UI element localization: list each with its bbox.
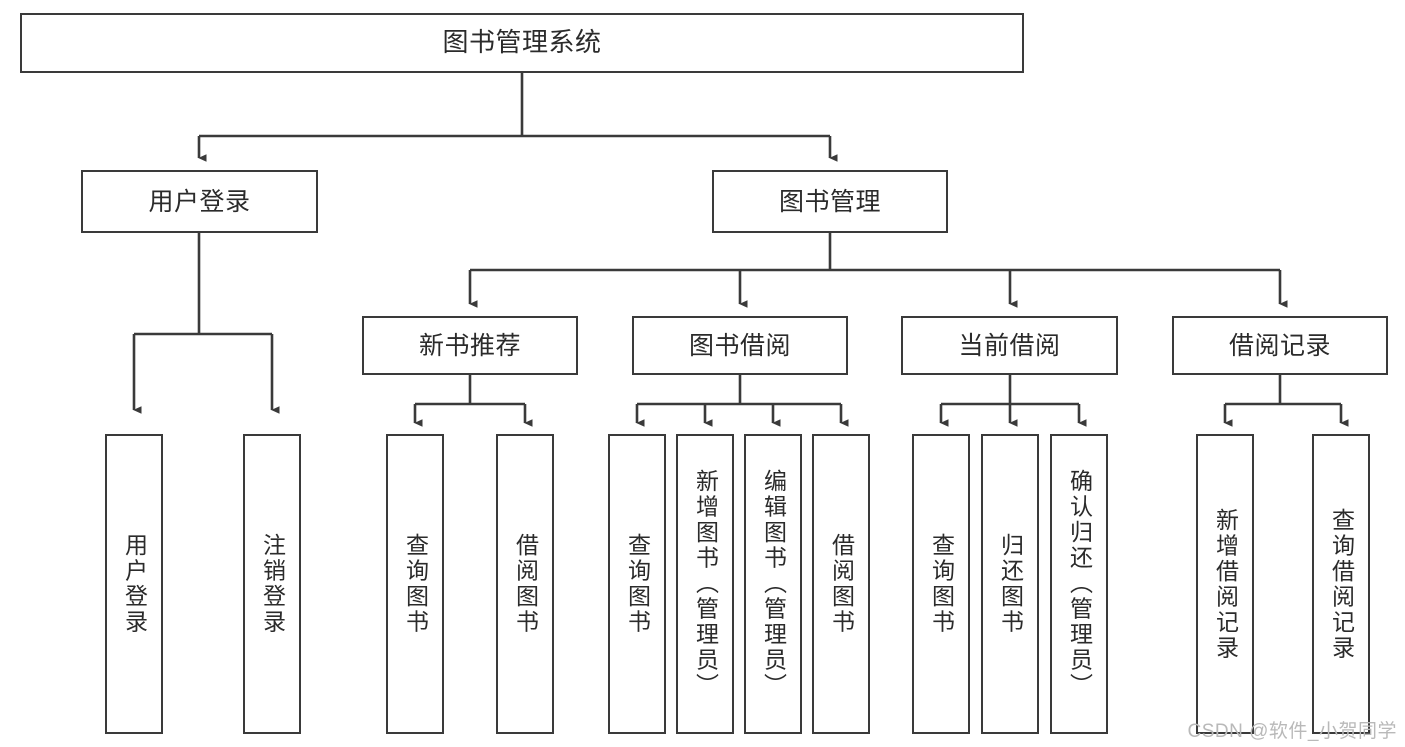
leaf-newbook-query-book-label: 查询图书: [402, 533, 429, 635]
node-new-book-recommend-label: 新书推荐: [418, 331, 521, 360]
leaf-current-return-book-label: 归还图书: [997, 533, 1024, 635]
node-borrow-record[interactable]: 借阅记录: [1172, 316, 1388, 375]
leaf-borrow-add-book[interactable]: 新增图书（管理员）: [676, 434, 734, 734]
leaf-current-return-book[interactable]: 归还图书: [981, 434, 1039, 734]
watermark: CSDN @软件_小贺同学: [1187, 721, 1397, 742]
node-new-book-recommend[interactable]: 新书推荐: [362, 316, 578, 375]
leaf-record-add-record-label: 新增借阅记录: [1212, 507, 1239, 661]
leaf-borrow-add-book-label: 新增图书（管理员）: [692, 469, 719, 699]
leaf-borrow-borrow-book[interactable]: 借阅图书: [812, 434, 870, 734]
leaf-borrow-query-book-label: 查询图书: [624, 533, 651, 635]
node-user-login[interactable]: 用户登录: [81, 170, 318, 233]
node-book-management[interactable]: 图书管理: [712, 170, 948, 233]
node-root-label: 图书管理系统: [442, 27, 602, 58]
node-user-login-label: 用户登录: [148, 187, 251, 216]
leaf-record-add-record[interactable]: 新增借阅记录: [1196, 434, 1254, 734]
leaf-borrow-edit-book[interactable]: 编辑图书（管理员）: [744, 434, 802, 734]
node-book-management-label: 图书管理: [778, 187, 881, 216]
node-root[interactable]: 图书管理系统: [20, 13, 1024, 73]
leaf-record-query-record-label: 查询借阅记录: [1328, 507, 1355, 661]
leaf-borrow-query-book[interactable]: 查询图书: [608, 434, 666, 734]
node-book-borrow-label: 图书借阅: [688, 331, 791, 360]
leaf-newbook-borrow-book[interactable]: 借阅图书: [496, 434, 554, 734]
leaf-user-login[interactable]: 用户登录: [105, 434, 163, 734]
node-current-borrow-label: 当前借阅: [958, 331, 1061, 360]
leaf-logout[interactable]: 注销登录: [243, 434, 301, 734]
leaf-user-login-label: 用户登录: [121, 533, 148, 635]
node-borrow-record-label: 借阅记录: [1228, 331, 1331, 360]
leaf-logout-label: 注销登录: [259, 533, 286, 635]
node-current-borrow[interactable]: 当前借阅: [901, 316, 1118, 375]
node-book-borrow[interactable]: 图书借阅: [632, 316, 848, 375]
leaf-borrow-edit-book-label: 编辑图书（管理员）: [760, 469, 787, 699]
leaf-newbook-query-book[interactable]: 查询图书: [386, 434, 444, 734]
leaf-borrow-borrow-book-label: 借阅图书: [828, 533, 855, 635]
leaf-current-query-book-label: 查询图书: [928, 533, 955, 635]
leaf-current-confirm-return-label: 确认归还（管理员）: [1066, 469, 1093, 699]
leaf-current-query-book[interactable]: 查询图书: [912, 434, 970, 734]
leaf-record-query-record[interactable]: 查询借阅记录: [1312, 434, 1370, 734]
leaf-current-confirm-return[interactable]: 确认归还（管理员）: [1050, 434, 1108, 734]
leaf-newbook-borrow-book-label: 借阅图书: [512, 533, 539, 635]
